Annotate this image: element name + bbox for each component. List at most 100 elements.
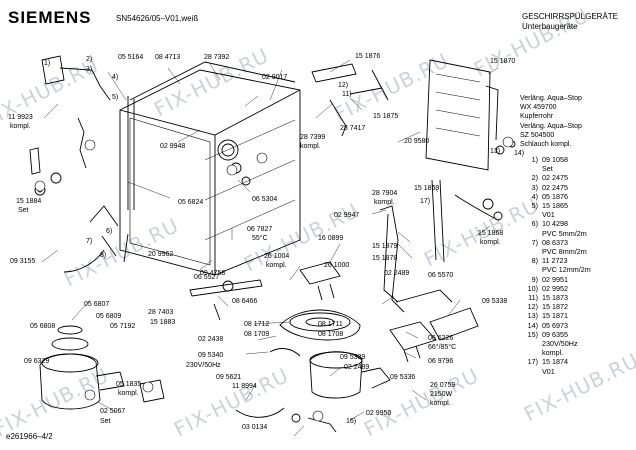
- callout: 3): [86, 66, 93, 73]
- part-label: 20 9962: [148, 251, 174, 258]
- legend-row: 2)02 2475: [531, 173, 568, 183]
- legend-row: 4)05 1876: [531, 191, 568, 201]
- part-label: 28 7403: [148, 309, 174, 316]
- part-label: 09 3155: [10, 258, 36, 265]
- part-label: 15 1868: [478, 230, 504, 237]
- legend-row: 9)02 9951: [531, 274, 568, 284]
- legend-row: Set: [542, 164, 553, 174]
- callout: 6): [106, 228, 113, 235]
- part-label: 05 6824: [178, 199, 204, 206]
- legend-row: 230V/50Hz: [542, 339, 578, 349]
- part-label: 06 9796: [428, 358, 454, 365]
- part-label: 55°C: [252, 235, 268, 242]
- part-label: 09 5339: [340, 354, 366, 361]
- callout: 17): [420, 198, 431, 205]
- sump-assembly: [279, 309, 361, 341]
- part-label: 02 2489: [384, 270, 410, 277]
- part-label: 06 6226: [428, 335, 454, 342]
- part-label: 15 1870: [490, 58, 516, 65]
- part-label: 28 7417: [340, 125, 366, 132]
- part-label: 26 1004: [264, 253, 290, 260]
- part-label: 02 2438: [198, 336, 224, 343]
- document-id: e261966–4/2: [6, 432, 53, 441]
- part-label: 06 5304: [252, 196, 278, 203]
- part-label: 09 5338: [482, 298, 508, 305]
- part-label: Set: [18, 207, 29, 214]
- legend-row: 11)15 1873: [528, 293, 568, 303]
- part-label: 02 9948: [160, 143, 186, 150]
- callout: 12): [338, 82, 349, 89]
- part-label: 26 0759: [430, 382, 456, 389]
- part-label: 06 7827: [247, 226, 273, 233]
- callout: 13): [490, 148, 501, 155]
- legend-row: V01: [542, 366, 555, 376]
- note-aqua-stop-copper: Verläng. Aqua–Stop WX 459700 Kupferrohr: [520, 95, 582, 120]
- legend-row: 3)02 2475: [531, 182, 568, 192]
- note-aqua-stop-hose: Verläng. Aqua–Stop SZ 504500 Schlauch ko…: [520, 123, 582, 148]
- legend-row: 10)02 9952: [527, 283, 568, 293]
- part-label: 11 8994: [232, 383, 257, 390]
- callout: 4): [112, 74, 119, 81]
- callout: 2): [86, 56, 93, 63]
- part-label: 09 5340: [198, 352, 224, 359]
- part-label: 02 9950: [366, 410, 392, 417]
- legend-row: 14)05 6973: [527, 320, 568, 330]
- legend-row: PVC 12mm/2m: [542, 265, 591, 275]
- callout: 16): [346, 418, 357, 425]
- part-label: 02 9017: [262, 74, 288, 81]
- tub-outline: [119, 69, 301, 276]
- callout: 11): [342, 91, 352, 98]
- callout: 7): [86, 238, 93, 245]
- callout: 5): [112, 94, 119, 101]
- part-label: kompl.: [300, 143, 321, 150]
- legend-row: 15)09 6355: [527, 329, 568, 339]
- part-label: 09 5621: [216, 374, 242, 381]
- part-label: 15 1876: [355, 53, 381, 60]
- brand-logo: SIEMENS: [8, 8, 92, 27]
- part-label: kompl.: [430, 400, 451, 407]
- part-label: 03 0134: [242, 424, 268, 431]
- part-label: kompl.: [480, 239, 501, 246]
- part-label: 28 7399: [300, 134, 326, 141]
- part-label: 15 1883: [150, 319, 176, 326]
- part-label: 26 1000: [324, 262, 350, 269]
- legend-row: 8)11 2723: [531, 256, 568, 266]
- part-label: kompl.: [10, 123, 31, 130]
- part-label: 09 5336: [390, 374, 416, 381]
- part-label: 09 4758: [200, 270, 226, 277]
- part-label: 28 7392: [204, 54, 230, 61]
- part-label: 05 6807: [84, 301, 110, 308]
- part-label: kompl.: [374, 199, 395, 206]
- callout: 14): [514, 150, 525, 157]
- parts-legend: 1)09 1058 Set 2)02 2475 3)02 2475 4)05 1…: [520, 155, 632, 376]
- part-label: 08 1709: [244, 331, 270, 338]
- part-label: 15 1878: [372, 255, 398, 262]
- part-label: 2150W: [430, 391, 453, 398]
- part-label: 05 5164: [118, 54, 144, 61]
- part-label: 08 4713: [155, 54, 181, 61]
- part-label: 15 1884: [16, 198, 42, 205]
- part-label: 02 5067: [100, 408, 126, 415]
- legend-row: V01: [542, 210, 555, 220]
- part-label: 09 6329: [24, 358, 50, 365]
- part-label: 11 9923: [8, 114, 33, 121]
- legend-row: 7)08 6373: [531, 237, 568, 247]
- part-label: 08 6466: [232, 298, 258, 305]
- part-label: 02 2489: [344, 364, 370, 371]
- part-label: 08 1712: [244, 321, 270, 328]
- legend-row: 12)15 1872: [527, 302, 568, 312]
- side-panel: [425, 59, 491, 171]
- legend-row: 17)15 1874: [527, 357, 568, 367]
- model-number: SN54626/05–V01,weiß: [116, 14, 199, 23]
- category-title: GESCHIRRSPÜLGERÄTE: [522, 12, 619, 21]
- callout: 8): [100, 252, 107, 259]
- part-label: 06 5570: [428, 272, 454, 279]
- part-label: 06 5527: [194, 274, 220, 281]
- part-label: 16 0899: [318, 235, 344, 242]
- part-label: 230V/50Hz: [186, 362, 221, 369]
- part-label: 20 9580: [404, 138, 430, 145]
- part-label: 05 6809: [96, 313, 122, 320]
- part-label: 02 9947: [334, 212, 360, 219]
- legend-row: PVC 8mm/2m: [542, 247, 587, 257]
